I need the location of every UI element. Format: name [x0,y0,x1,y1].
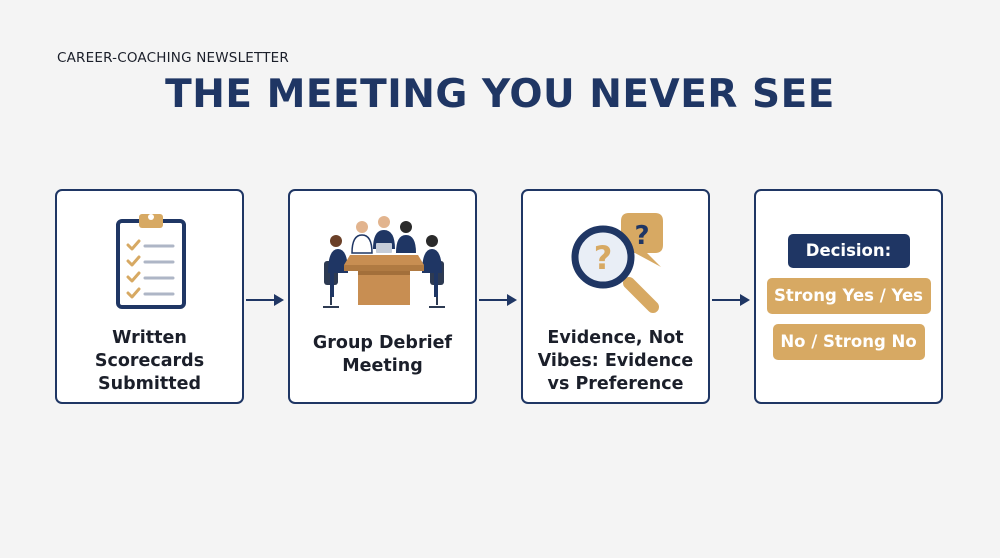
magnifier-question-icon: ? ? [571,213,663,313]
page-title: THE MEETING YOU NEVER SEE [165,72,835,117]
step-card-scorecards: Written Scorecards Submitted [55,189,244,404]
step-label: Group Debrief Meeting [312,333,453,376]
arrow-right-icon [246,294,284,306]
step-label: Written Scorecards Submitted [94,328,205,394]
decision-option-no: No / Strong No [772,324,925,360]
newsletter-eyebrow: CAREER-COACHING NEWSLETTER [57,50,289,66]
decision-heading: Decision: [787,234,910,268]
meeting-table-icon [323,216,445,308]
step-card-evidence: ? ? Evidence, Not Vibes: Evidence vs Pre… [521,189,710,404]
step-card-debrief: Group Debrief Meeting [288,189,477,404]
step-card-decision: Decision: Strong Yes / Yes No / Strong N… [754,189,943,404]
arrow-right-icon [712,294,750,306]
step-label: Evidence, Not Vibes: Evidence vs Prefere… [537,328,694,394]
clipboard-checklist-icon [116,214,186,309]
arrow-right-icon [479,294,517,306]
svg-text:?: ? [594,239,613,277]
decision-option-yes: Strong Yes / Yes [766,278,931,314]
svg-text:?: ? [634,221,649,251]
